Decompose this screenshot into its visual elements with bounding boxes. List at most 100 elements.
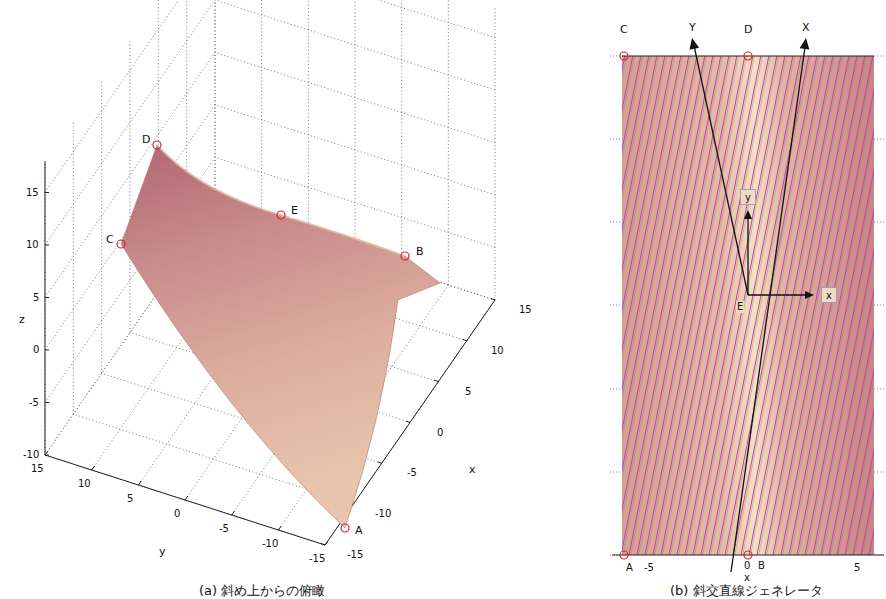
generator-line (828, 56, 874, 555)
axis-label: E (736, 301, 744, 313)
tick-mark (491, 298, 495, 300)
tick-mark (378, 462, 382, 464)
axis-label: D (141, 134, 151, 147)
grid-line (401, 0, 402, 270)
tick-mark (232, 511, 235, 515)
axis-label: -5 (218, 523, 230, 535)
generator-line (764, 56, 866, 555)
axis-label: -5 (406, 467, 418, 479)
generator-line (804, 56, 874, 555)
generator-line (860, 56, 874, 555)
point-marker (744, 551, 752, 559)
generator-line (772, 56, 874, 555)
point-marker (620, 551, 628, 559)
generator-line (812, 56, 874, 555)
axis-label: -15 (308, 553, 326, 565)
axis-label: 10 (25, 239, 40, 251)
axis-label: 0 (743, 560, 751, 572)
generator-line (684, 56, 786, 555)
grid-line (130, 38, 131, 332)
axis-label: 5 (464, 386, 472, 398)
axis-label: 5 (853, 562, 861, 574)
axis-line (748, 294, 810, 295)
axis-tag: x (826, 290, 832, 301)
axis-label: B (757, 560, 766, 572)
grid-line (45, 161, 46, 455)
axis-label: 10 (77, 478, 92, 490)
generator-line (732, 56, 834, 555)
tick-mark (434, 380, 438, 382)
tick-mark (321, 544, 325, 546)
axes-grid (45, 0, 495, 545)
tick-mark (45, 350, 49, 351)
generator-line (644, 56, 746, 555)
caption: (a) 斜め上からの俯瞰 (198, 584, 326, 599)
tick-mark (874, 389, 886, 390)
axis-label: -5 (28, 397, 40, 409)
grid-line (355, 0, 356, 255)
point-marker (620, 52, 628, 60)
axis-label: -10 (261, 538, 279, 550)
generator-line (740, 56, 842, 555)
axis-line (731, 40, 806, 572)
generator-lines (622, 56, 874, 555)
edge-line (622, 56, 874, 57)
generator-line (868, 56, 874, 555)
tick-mark (92, 466, 95, 470)
generator-line (636, 56, 738, 555)
generator-line (822, 56, 874, 555)
generator-line (870, 56, 874, 555)
point-marker (341, 524, 349, 532)
generator-line (652, 56, 754, 555)
generator-line (838, 56, 874, 555)
tick-mark (406, 421, 410, 423)
generator-line (774, 56, 874, 555)
tick-mark (45, 192, 49, 193)
tick-mark (874, 139, 886, 140)
axis-label: Y (688, 22, 697, 35)
axis-label: y (158, 546, 167, 559)
axis-label: x (743, 572, 751, 584)
grid-line (73, 120, 74, 414)
generator-line (622, 56, 700, 555)
edge-line (612, 554, 884, 555)
grid-line (495, 6, 496, 300)
generator-line (852, 56, 874, 555)
arrow-head (805, 291, 814, 299)
tick-mark (610, 305, 622, 306)
axis-line (747, 214, 748, 295)
axis-label: A (625, 562, 634, 574)
axis-label: C (619, 24, 629, 37)
generator-line (820, 56, 874, 555)
axis-label: B (415, 246, 425, 259)
generator-line (622, 56, 658, 555)
axis-line (45, 161, 46, 455)
generator-line (862, 56, 874, 555)
point-marker (744, 52, 752, 60)
point-marker (117, 240, 125, 248)
grid-line (215, 52, 495, 142)
generator-line (700, 56, 802, 555)
axis-line (693, 41, 748, 295)
generator-line (676, 56, 778, 555)
axis-label: D (743, 24, 753, 37)
axis-label: z (18, 314, 26, 327)
point-marker (401, 252, 409, 260)
tick-mark (325, 541, 328, 545)
point-marker (277, 211, 285, 219)
generator-line (660, 56, 762, 555)
caption: (b) 斜交直線ジェネレータ (669, 584, 824, 599)
axis-label: 15 (25, 187, 40, 199)
generator-line (806, 56, 874, 555)
generator-line (724, 56, 826, 555)
axis-label: x (468, 464, 477, 477)
tick-mark (45, 451, 48, 455)
generator-line (748, 56, 850, 555)
axis-tag-box: y (740, 189, 756, 205)
surface (121, 145, 440, 528)
grid-line (261, 0, 262, 225)
grid-line (215, 0, 495, 37)
generator-line (796, 56, 874, 555)
